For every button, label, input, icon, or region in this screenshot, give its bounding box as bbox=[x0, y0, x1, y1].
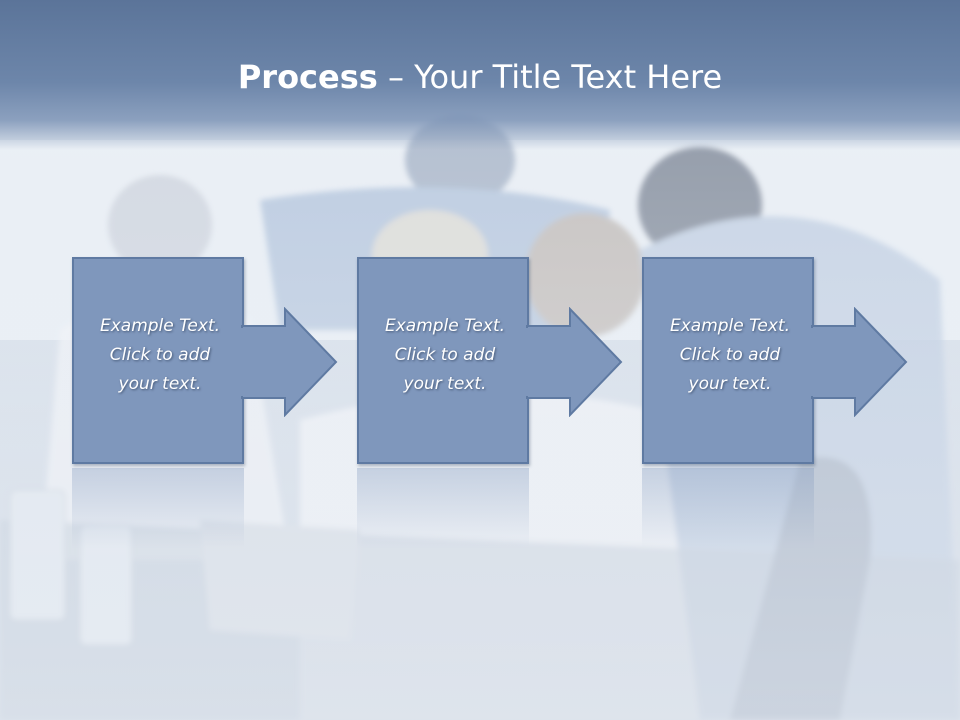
right-arrow-icon bbox=[526, 307, 623, 417]
step-2-text[interactable]: Example Text. Click to add your text. bbox=[365, 312, 525, 399]
step-3-text[interactable]: Example Text. Click to add your text. bbox=[650, 312, 810, 399]
step-1-line-3: your text. bbox=[118, 374, 202, 394]
step-1-box[interactable]: Example Text. Click to add your text. bbox=[72, 257, 244, 464]
step-1-reflection bbox=[72, 468, 244, 548]
step-2-line-1: Example Text. bbox=[384, 316, 506, 336]
step-2-line-3: your text. bbox=[403, 374, 487, 394]
step-2-reflection bbox=[357, 468, 529, 548]
step-3-line-2: Click to add bbox=[679, 345, 781, 365]
title-rest: – Your Title Text Here bbox=[377, 58, 723, 96]
slide-title[interactable]: Process – Your Title Text Here bbox=[0, 52, 960, 102]
step-3-line-1: Example Text. bbox=[669, 316, 791, 336]
title-bold: Process bbox=[237, 58, 378, 96]
step-3-reflection bbox=[642, 468, 814, 548]
step-3-box[interactable]: Example Text. Click to add your text. bbox=[642, 257, 814, 464]
step-1-line-2: Click to add bbox=[109, 345, 211, 365]
right-arrow-icon bbox=[241, 307, 338, 417]
step-3-line-3: your text. bbox=[688, 374, 772, 394]
process-step-3[interactable]: Example Text. Click to add your text. bbox=[642, 257, 922, 467]
process-step-2[interactable]: Example Text. Click to add your text. bbox=[357, 257, 697, 467]
step-1-text[interactable]: Example Text. Click to add your text. bbox=[80, 312, 240, 399]
step-2-line-2: Click to add bbox=[394, 345, 496, 365]
title-bar bbox=[0, 0, 960, 150]
process-step-1[interactable]: Example Text. Click to add your text. bbox=[72, 257, 412, 467]
step-2-box[interactable]: Example Text. Click to add your text. bbox=[357, 257, 529, 464]
step-1-line-1: Example Text. bbox=[99, 316, 221, 336]
right-arrow-icon bbox=[811, 307, 908, 417]
